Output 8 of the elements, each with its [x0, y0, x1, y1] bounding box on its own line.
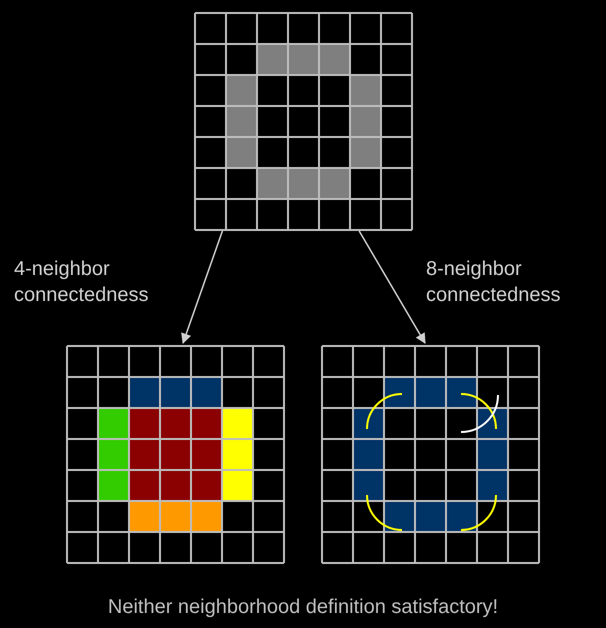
- caption: Neither neighborhood definition satisfactory!: [106, 596, 500, 619]
- pixel-grid-drawing: [66, 345, 285, 564]
- edge-label: 8-neighbor connectedness: [426, 257, 562, 308]
- pixel-grid-drawing: [321, 345, 540, 564]
- pixel-grid-drawing: [194, 12, 413, 231]
- edge-label: 4-neighbor connectedness: [14, 257, 150, 308]
- arrow: [181, 230, 224, 344]
- arrow: [358, 230, 426, 344]
